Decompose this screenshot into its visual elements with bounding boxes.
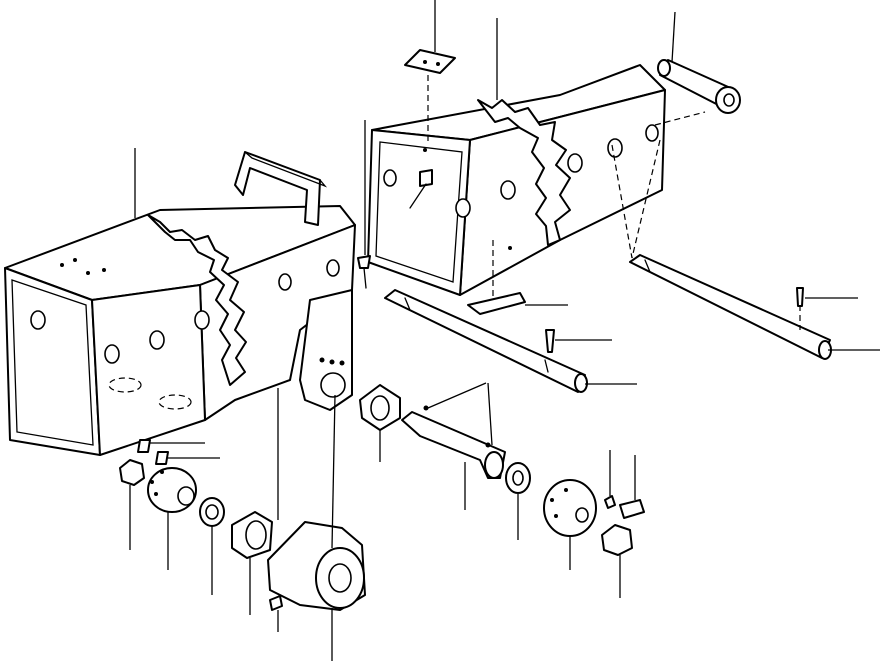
leader-lines (129, 0, 880, 661)
hole (149, 330, 165, 350)
bottom-parts-left (119, 459, 366, 611)
right-box-beam (367, 64, 666, 296)
hole (104, 344, 120, 364)
wedge (467, 292, 526, 315)
hole (30, 310, 46, 330)
hole (278, 273, 292, 291)
hole (194, 310, 210, 330)
long-shaft-middle (384, 289, 588, 393)
top-plate (404, 49, 456, 145)
bottom-parts-right (359, 384, 645, 556)
cylinder-pin (654, 59, 741, 126)
hole (326, 259, 340, 277)
left-box-beam (4, 151, 356, 456)
small-bolts (137, 255, 804, 465)
